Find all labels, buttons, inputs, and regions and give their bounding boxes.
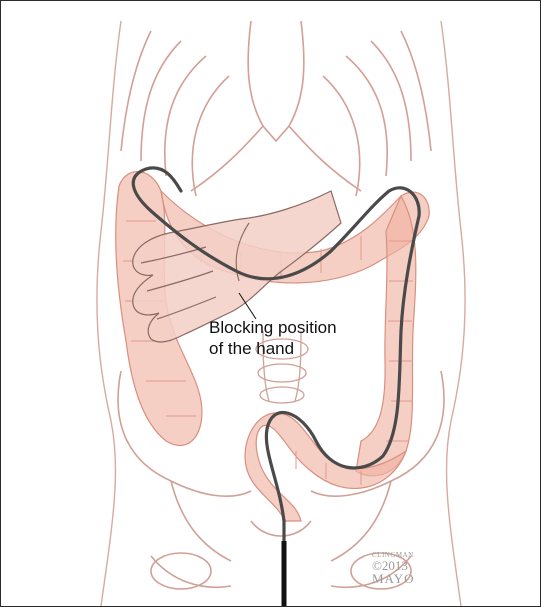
annotation-line-1: Blocking position	[209, 317, 379, 338]
ribcage	[121, 21, 431, 196]
copyright-org: MAYO	[372, 572, 432, 585]
annotation-line-2: of the hand	[209, 338, 379, 359]
annotation-label: Blocking position of the hand	[209, 317, 379, 359]
copyright-signature: CLINGMAN ©2013 MAYO	[372, 551, 432, 585]
